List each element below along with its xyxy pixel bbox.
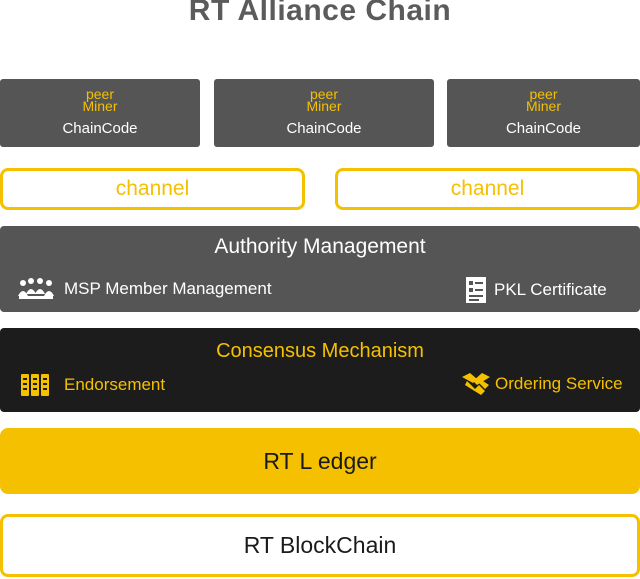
consensus-title: Consensus Mechanism [216, 340, 424, 362]
chaincode-label: ChainCode [286, 120, 362, 137]
endorsement-label: Endorsement [64, 375, 166, 394]
diagram-title: RT Alliance Chain [188, 0, 452, 27]
rt-ledger-block: RT L edger [0, 428, 640, 494]
certificate-icon [464, 276, 488, 304]
consensus-mechanism-block: Consensus Mechanism Endorsement [0, 328, 640, 412]
miner-label: Miner [306, 98, 342, 114]
msp-item: MSP Member Management [16, 276, 272, 302]
authority-management-block: Authority Management MSP Member Manageme… [0, 226, 640, 312]
endorsement-item: Endorsement [20, 372, 165, 398]
ordering-service-label: Ordering Service [495, 374, 623, 393]
people-group-icon [16, 276, 56, 302]
peer-label: peer [529, 86, 558, 102]
pkl-label: PKL Certificate [494, 280, 607, 299]
peer-block-2: peer Miner ChainCode [214, 79, 434, 147]
miner-label: Miner [525, 98, 561, 114]
handshake-icon [461, 371, 491, 397]
documents-icon [20, 372, 50, 398]
peer-block-1: peer Miner ChainCode [0, 79, 200, 147]
msp-label: MSP Member Management [64, 279, 272, 298]
ordering-service-item: Ordering Service [461, 371, 623, 397]
channel-box-2: channel [335, 168, 640, 210]
rt-blockchain-block: RT BlockChain [0, 514, 640, 577]
channel-box-1: channel [0, 168, 305, 210]
peer-label: peer [309, 86, 339, 102]
miner-label: Miner [82, 98, 118, 114]
peer-block-3: peer Miner ChainCode [447, 79, 640, 147]
pkl-item: PKL Certificate [464, 276, 607, 304]
authority-title: Authority Management [214, 235, 426, 258]
chaincode-label: ChainCode [62, 120, 138, 137]
peer-label: peer [85, 86, 115, 102]
chaincode-label: ChainCode [505, 120, 582, 137]
